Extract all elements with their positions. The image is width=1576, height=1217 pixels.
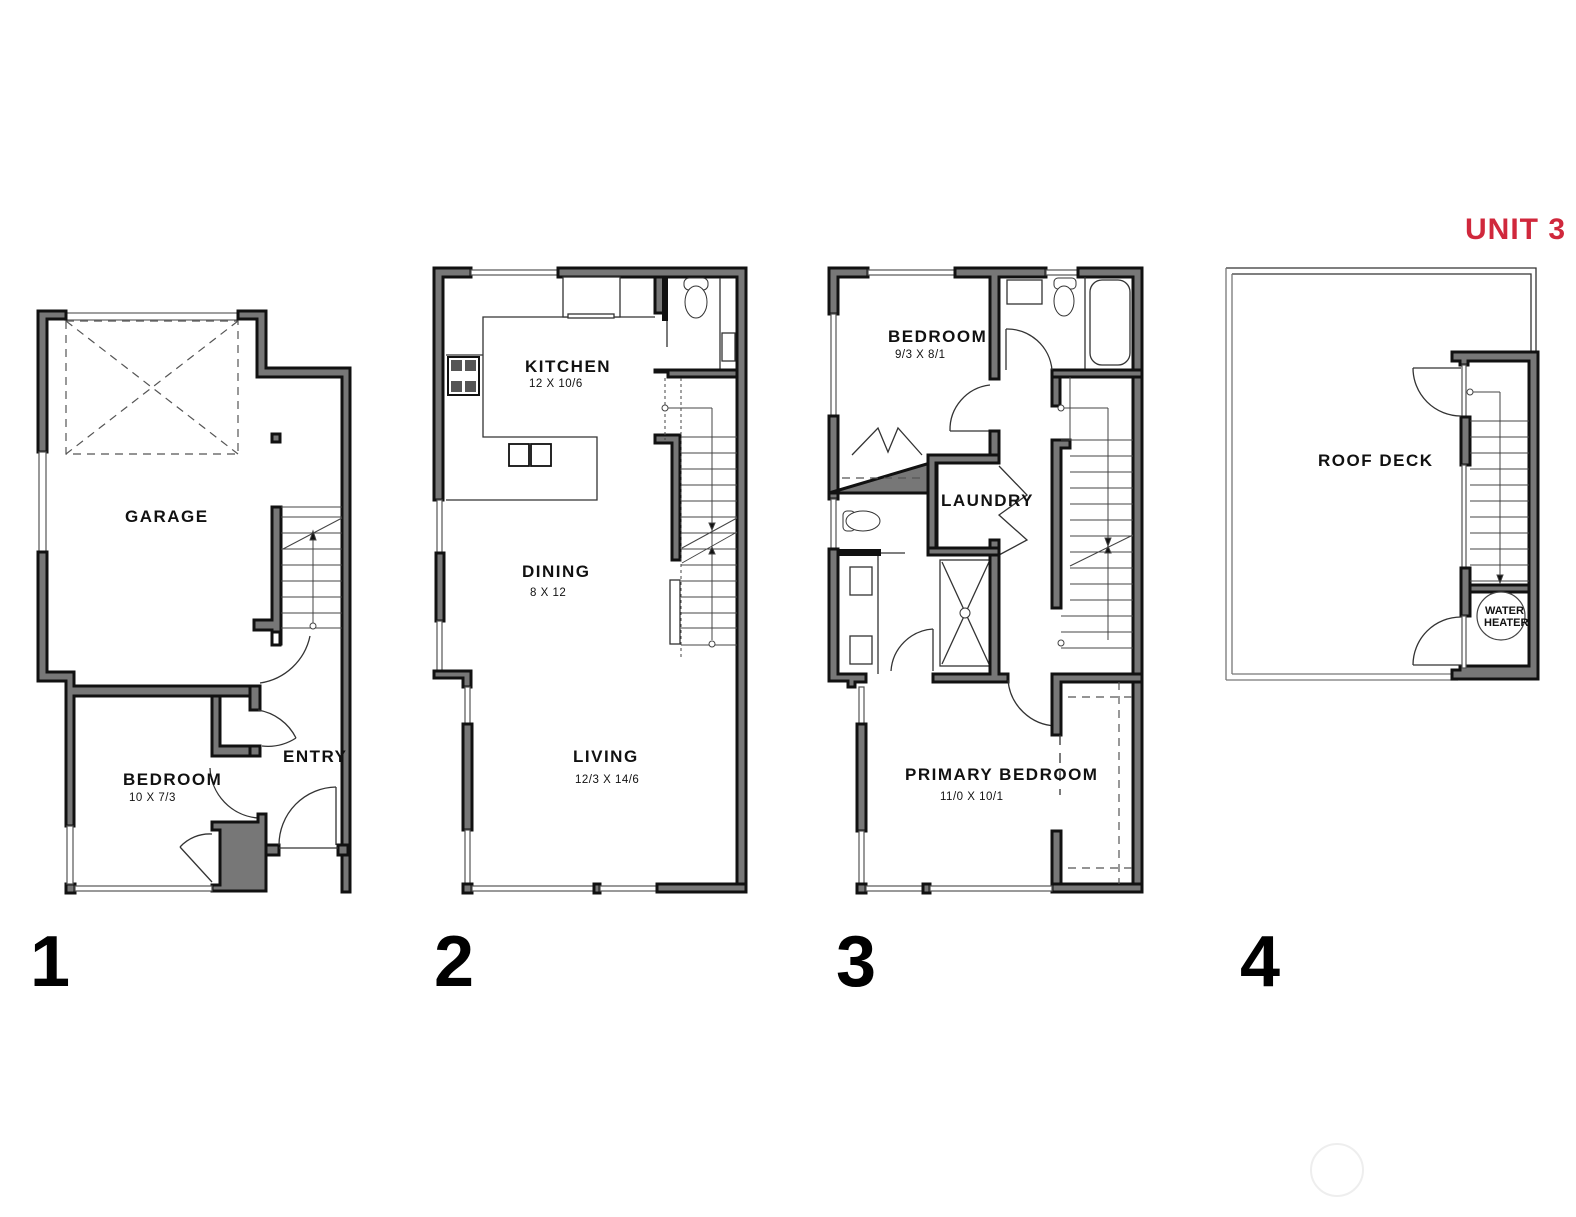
room-label-dining: DINING bbox=[522, 562, 591, 581]
stair-arrow-icon bbox=[708, 545, 716, 555]
level-3-plan bbox=[827, 266, 1144, 895]
garage-door-overhead bbox=[65, 320, 239, 455]
stove-icon bbox=[447, 356, 480, 396]
toilet-icon bbox=[683, 277, 709, 319]
room-label-garage: GARAGE bbox=[125, 507, 209, 526]
shower-icon bbox=[939, 559, 992, 667]
level-number-3: 3 bbox=[836, 922, 876, 1002]
room-label-kitchen: KITCHEN bbox=[525, 357, 611, 376]
sink-icon bbox=[849, 556, 879, 674]
stair-icon bbox=[281, 506, 343, 630]
room-dimensions-kitchen: 12 X 10/6 bbox=[529, 378, 583, 390]
level-number-4: 4 bbox=[1240, 922, 1280, 1002]
room-label-roof-deck: ROOF DECK bbox=[1318, 451, 1434, 470]
room-dimensions-primary-bedroom: 11/0 X 10/1 bbox=[940, 791, 1003, 803]
bathtub-icon bbox=[1089, 279, 1131, 366]
toilet-icon bbox=[842, 510, 881, 532]
room-label-living: LIVING bbox=[573, 747, 639, 766]
water-heater-label-line1: WATER bbox=[1485, 605, 1524, 617]
stair-icon bbox=[1057, 377, 1134, 649]
sink-icon bbox=[1006, 279, 1043, 305]
water-heater-icon bbox=[1476, 591, 1526, 641]
stair-arrow-icon bbox=[1104, 537, 1112, 548]
room-label-entry: ENTRY bbox=[283, 747, 348, 766]
wall bbox=[36, 309, 68, 454]
room-label-bedroom: BEDROOM bbox=[123, 770, 222, 789]
level-1-plan bbox=[36, 309, 352, 895]
room-dimensions-dining: 8 X 12 bbox=[530, 587, 566, 599]
stair-arrow-icon bbox=[309, 529, 317, 541]
level-number-2: 2 bbox=[434, 922, 474, 1002]
room-label-bedroom-2: BEDROOM bbox=[888, 327, 987, 346]
room-dimensions-living: 12/3 X 14/6 bbox=[575, 774, 639, 786]
watermark-circle-icon bbox=[1310, 1143, 1364, 1197]
bathroom-fixtures bbox=[1006, 277, 1131, 370]
level-number-1: 1 bbox=[30, 922, 70, 1002]
room-dimensions-bedroom-2: 9/3 X 8/1 bbox=[895, 349, 946, 361]
door-swing bbox=[259, 635, 311, 684]
sink-icon bbox=[508, 443, 552, 467]
stair-arrow-icon bbox=[708, 522, 716, 532]
room-dimensions-bedroom: 10 X 7/3 bbox=[129, 792, 176, 804]
level-2-plan bbox=[432, 266, 748, 895]
stair-icon bbox=[661, 378, 738, 660]
room-label-primary-bedroom: PRIMARY BEDROOM bbox=[905, 765, 1098, 784]
unit-label: UNIT 3 bbox=[1465, 213, 1566, 246]
level-4-plan bbox=[1225, 267, 1540, 681]
stair-arrow-icon bbox=[1496, 574, 1504, 585]
room-label-laundry: LAUNDRY bbox=[941, 491, 1034, 510]
stair-icon bbox=[1466, 388, 1529, 585]
water-heater-label-line2: HEATER bbox=[1484, 617, 1528, 629]
